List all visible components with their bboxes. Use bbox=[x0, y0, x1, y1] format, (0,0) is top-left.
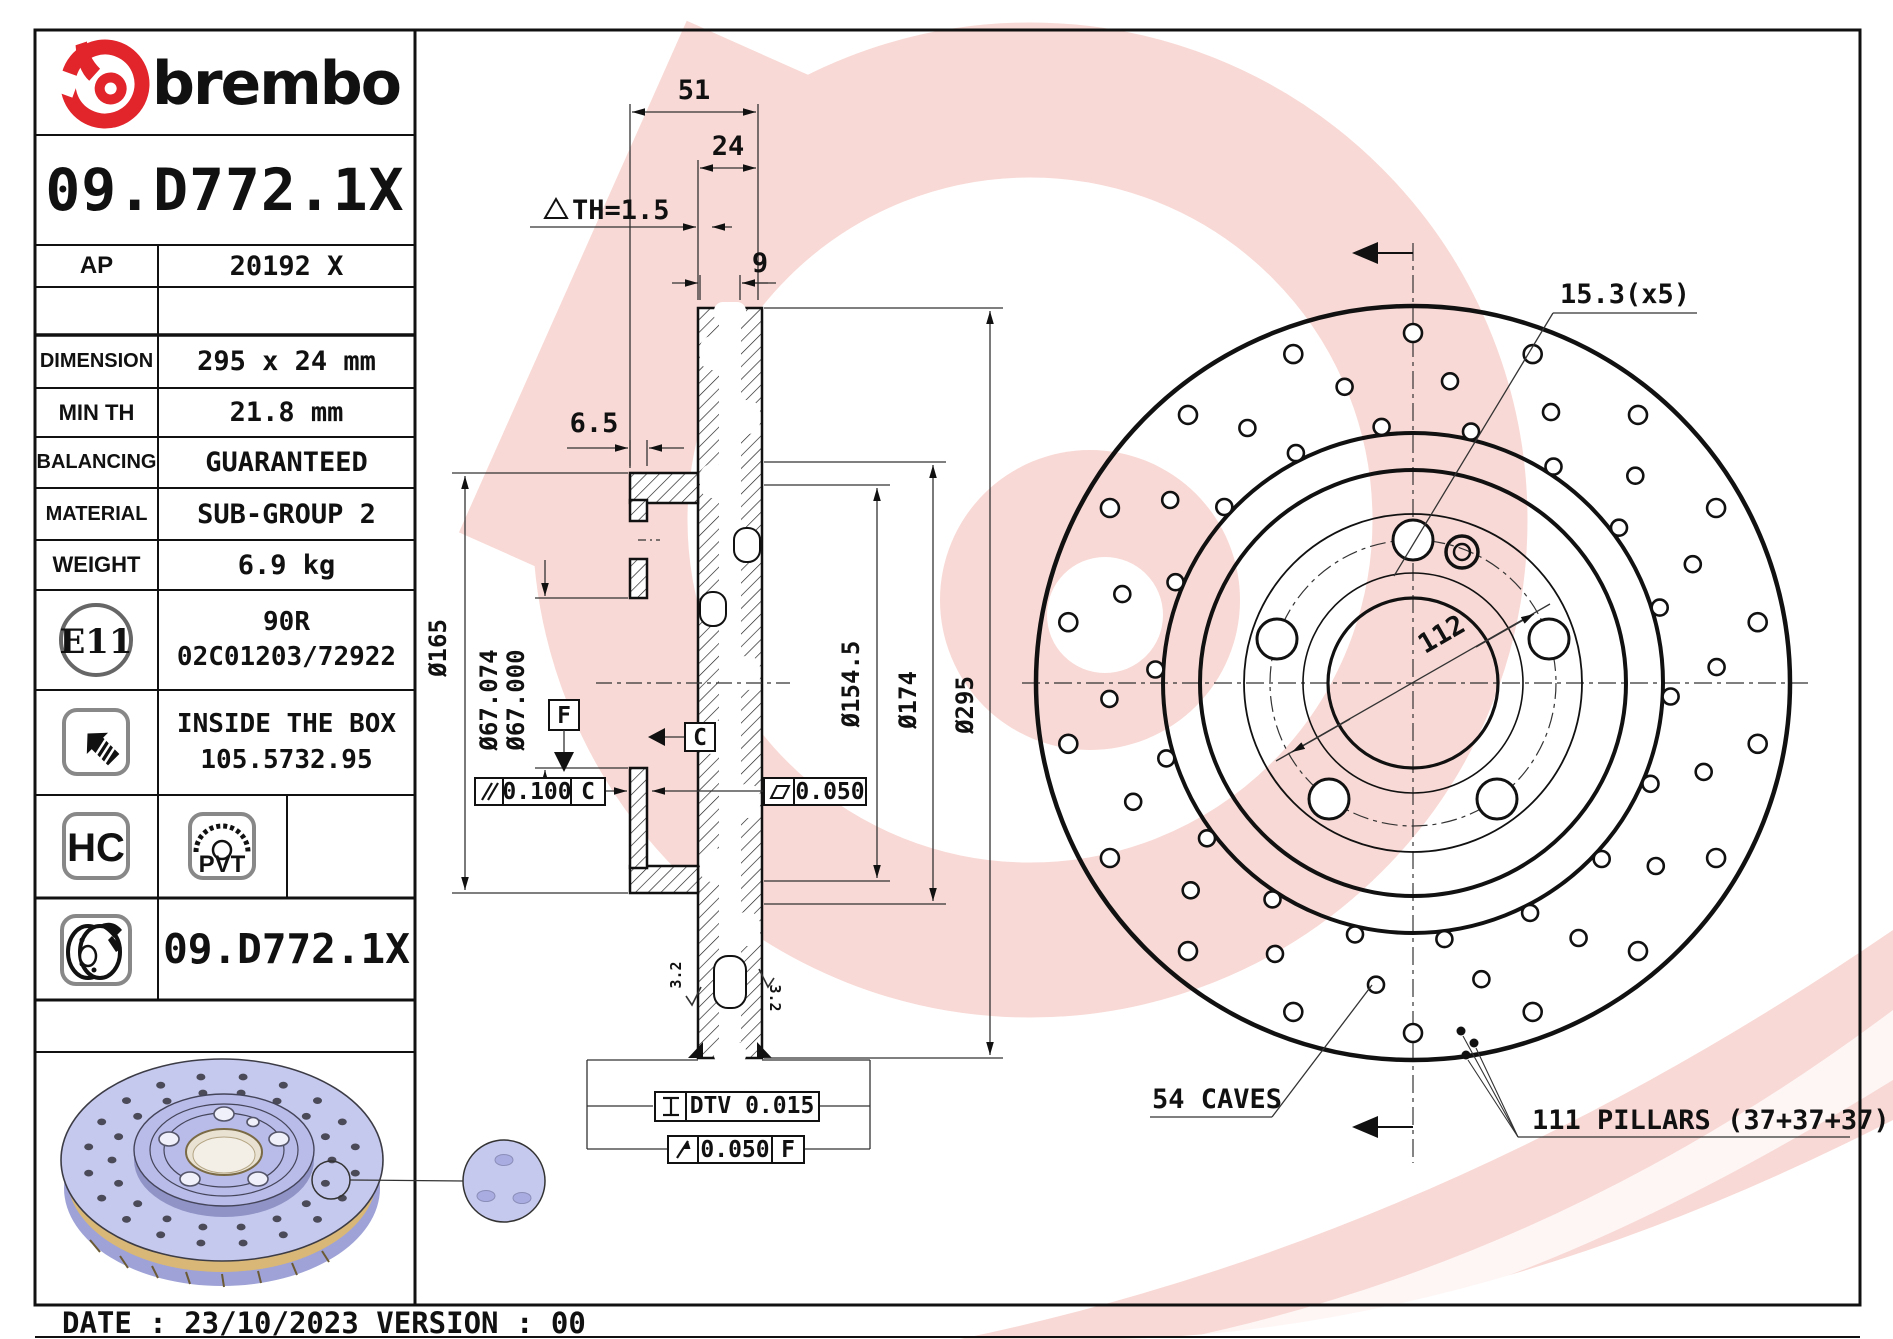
brembo-logo: brembo bbox=[47, 39, 402, 129]
flatness-frame: 0.050 bbox=[763, 777, 867, 806]
row-label-min-th: MIN TH bbox=[58, 399, 135, 425]
hat-bottom-web bbox=[628, 864, 700, 895]
drill-holes bbox=[1058, 322, 1768, 1044]
detail-blowup bbox=[462, 1139, 546, 1223]
sheet-frame bbox=[33, 28, 1862, 1307]
parallelism-frame: 0.100 C bbox=[474, 777, 606, 806]
datum-c: C bbox=[648, 722, 716, 752]
inside-box-line1: INSIDE THE BOX bbox=[176, 709, 397, 740]
dtv-icon bbox=[663, 1096, 679, 1117]
pin-hole bbox=[1444, 534, 1480, 570]
part-number: 09.D772.1X bbox=[45, 156, 405, 224]
disc-caliper-icon bbox=[60, 914, 132, 986]
homologation-value: 90R 02C01203/72922 bbox=[158, 590, 415, 690]
caves-text: 54 CAVES bbox=[1152, 1084, 1282, 1115]
screw-icon bbox=[62, 708, 130, 776]
row-value-min-th: 21.8 mm bbox=[229, 397, 344, 428]
row-label-material: MATERIAL bbox=[45, 502, 148, 525]
parallelism-datum: C bbox=[581, 779, 595, 805]
row-value-balancing: GUARANTEED bbox=[205, 447, 368, 478]
dim-total-width: 51 bbox=[678, 75, 711, 106]
caves-callout: 54 CAVES bbox=[1150, 984, 1373, 1118]
bolt-hole-callout: 15.3(x5) bbox=[1393, 279, 1697, 577]
runout-value: 0.050 bbox=[700, 1137, 769, 1163]
pvt-text: PVT bbox=[199, 851, 246, 878]
ap-value: 20192 X bbox=[229, 250, 344, 282]
runout-frame: 0.050 F bbox=[667, 1135, 805, 1164]
homologation-line1: 90R bbox=[263, 606, 310, 637]
flatness-value: 0.050 bbox=[795, 779, 864, 805]
bolt-hole-text: 15.3(x5) bbox=[1560, 279, 1690, 310]
render-bolt-holes bbox=[158, 1106, 290, 1187]
pillar-dots bbox=[1456, 1026, 1479, 1060]
row-value-material: SUB-GROUP 2 bbox=[197, 498, 376, 530]
dim-d67-hi: Ø67.074 bbox=[475, 649, 503, 751]
delta-icon bbox=[543, 197, 569, 219]
date-version-line: DATE : 23/10/2023 VERSION : 00 bbox=[62, 1306, 586, 1339]
parallelism-icon bbox=[481, 782, 499, 801]
dim-d67-lo: Ø67.000 bbox=[502, 649, 530, 751]
datum-c-text: C bbox=[693, 725, 707, 751]
pillars-text: 111 PILLARS (37+37+37) bbox=[1532, 1105, 1890, 1136]
pvt-icon: PVT bbox=[188, 812, 256, 880]
dim-th-text: TH=1.5 bbox=[572, 195, 670, 226]
roughness-icon bbox=[758, 968, 775, 989]
brembo-watermark-icon bbox=[458, 20, 1893, 1339]
bottom-part-code: 09.D772.1X bbox=[163, 925, 410, 973]
section-arrows bbox=[1352, 242, 1413, 1138]
hc-coating-icon: HC bbox=[62, 812, 130, 880]
roughness-icon bbox=[685, 986, 702, 1007]
bolt-holes bbox=[1255, 518, 1571, 821]
brembo-wordmark: brembo bbox=[152, 49, 400, 119]
e11-badge-icon: E11 bbox=[59, 603, 133, 677]
front-view: 112 15.3(x5) 54 CAVES 111 PILLARS (37+37… bbox=[1022, 242, 1890, 1163]
roughness-right: 3.2 bbox=[758, 968, 784, 1012]
inside-box-value: INSIDE THE BOX 105.5732.95 bbox=[158, 690, 415, 795]
roughness-right-text: 3.2 bbox=[766, 984, 784, 1011]
pillars-callout: 111 PILLARS (37+37+37) bbox=[1462, 1035, 1890, 1138]
dim-d165: Ø165 bbox=[424, 619, 452, 678]
flatness-icon bbox=[769, 785, 791, 799]
dim-disc-width: 24 bbox=[712, 131, 745, 162]
dtv-frame: DTV 0.015 bbox=[654, 1091, 820, 1122]
homologation-line2: 02C01203/72922 bbox=[176, 642, 397, 672]
dim-th: TH=1.5 bbox=[543, 195, 670, 226]
datum-f-text: F bbox=[557, 703, 571, 729]
render-drill-dots bbox=[84, 1073, 360, 1247]
dim-flange-th: 6.5 bbox=[570, 408, 619, 439]
ap-label: AP bbox=[79, 252, 114, 279]
dim-d154: Ø154.5 bbox=[837, 641, 865, 729]
parallelism-value: 0.100 bbox=[502, 779, 571, 805]
disc-3d-render bbox=[60, 1058, 546, 1288]
hc-text: HC bbox=[67, 826, 125, 870]
table-grid bbox=[35, 134, 1860, 1338]
runout-icon bbox=[676, 1140, 691, 1159]
dim-d174: Ø174 bbox=[894, 671, 922, 730]
row-label-dimension: DIMENSION bbox=[39, 350, 154, 372]
brembo-emblem-icon bbox=[47, 39, 150, 129]
datum-f: F bbox=[548, 699, 580, 772]
row-label-weight: WEIGHT bbox=[52, 552, 141, 577]
runout-datum: F bbox=[781, 1137, 795, 1163]
dim-vent-plate: 9 bbox=[752, 248, 768, 279]
hat-top-web bbox=[628, 471, 700, 505]
roughness-left-text: 3.2 bbox=[667, 961, 685, 988]
roughness-left: 3.2 bbox=[667, 961, 702, 1007]
dtv-value: DTV 0.015 bbox=[690, 1093, 815, 1119]
section-view: 51 24 TH=1.5 9 6.5 Ø165 Ø67.074 Ø67.000 … bbox=[424, 75, 1003, 1164]
row-value-dimension: 295 x 24 mm bbox=[197, 346, 376, 377]
dim-d295: Ø295 bbox=[951, 676, 979, 735]
row-value-weight: 6.9 kg bbox=[237, 549, 336, 581]
row-label-balancing: BALANCING bbox=[36, 451, 157, 473]
e11-text: E11 bbox=[59, 622, 132, 662]
inside-box-line2: 105.5732.95 bbox=[200, 744, 373, 775]
